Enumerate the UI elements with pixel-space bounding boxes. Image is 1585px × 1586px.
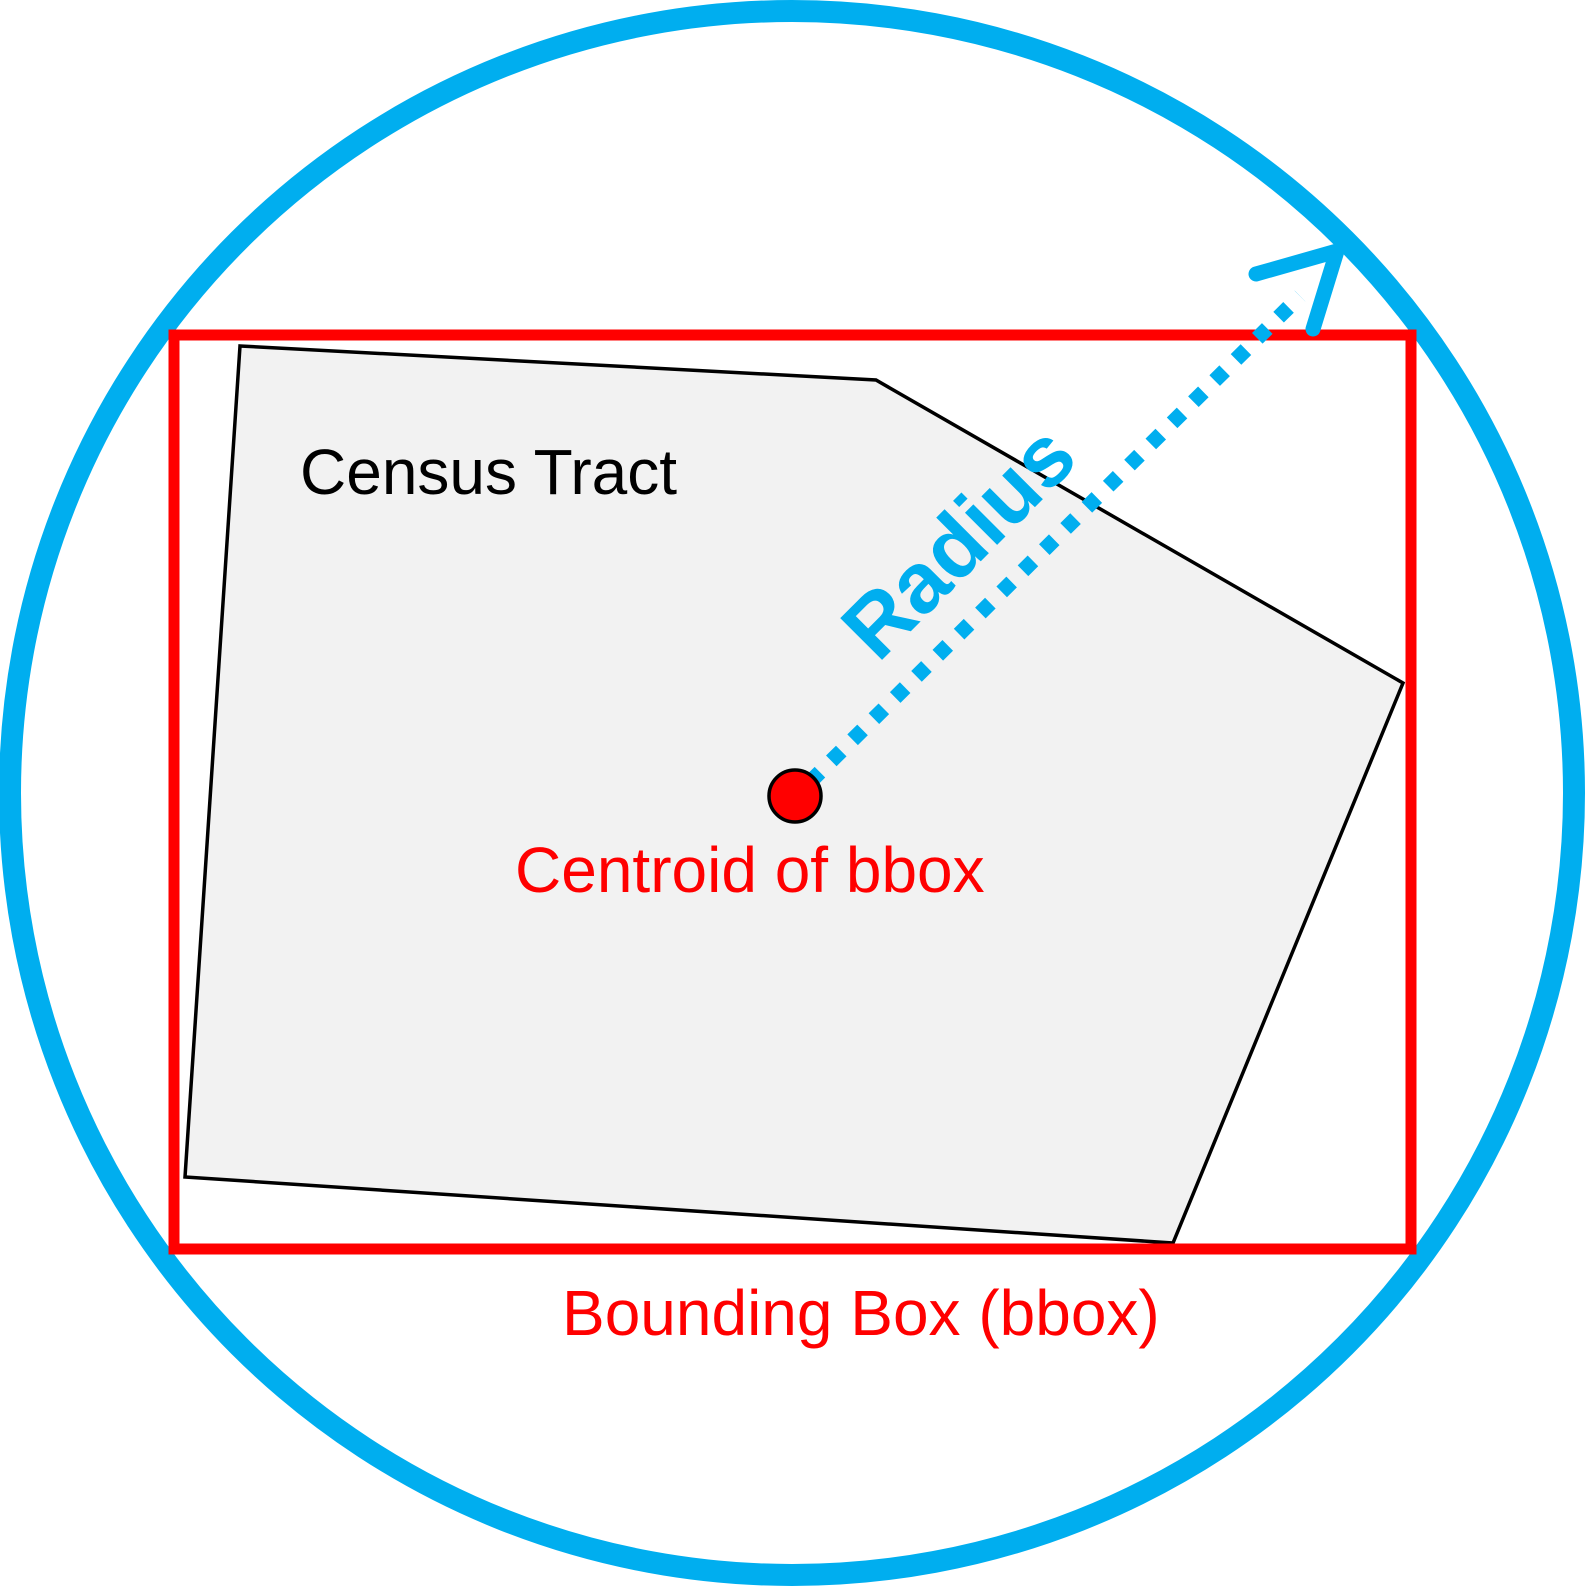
bounding-box-label: Bounding Box (bbox): [562, 1277, 1160, 1349]
radius-arrowhead: [1248, 243, 1345, 337]
radius-line: [804, 290, 1306, 788]
centroid-label: Centroid of bbox: [515, 834, 985, 906]
census-tract-label: Census Tract: [300, 436, 677, 508]
centroid-point: [767, 768, 823, 824]
bounding-box: [168, 329, 1417, 1255]
